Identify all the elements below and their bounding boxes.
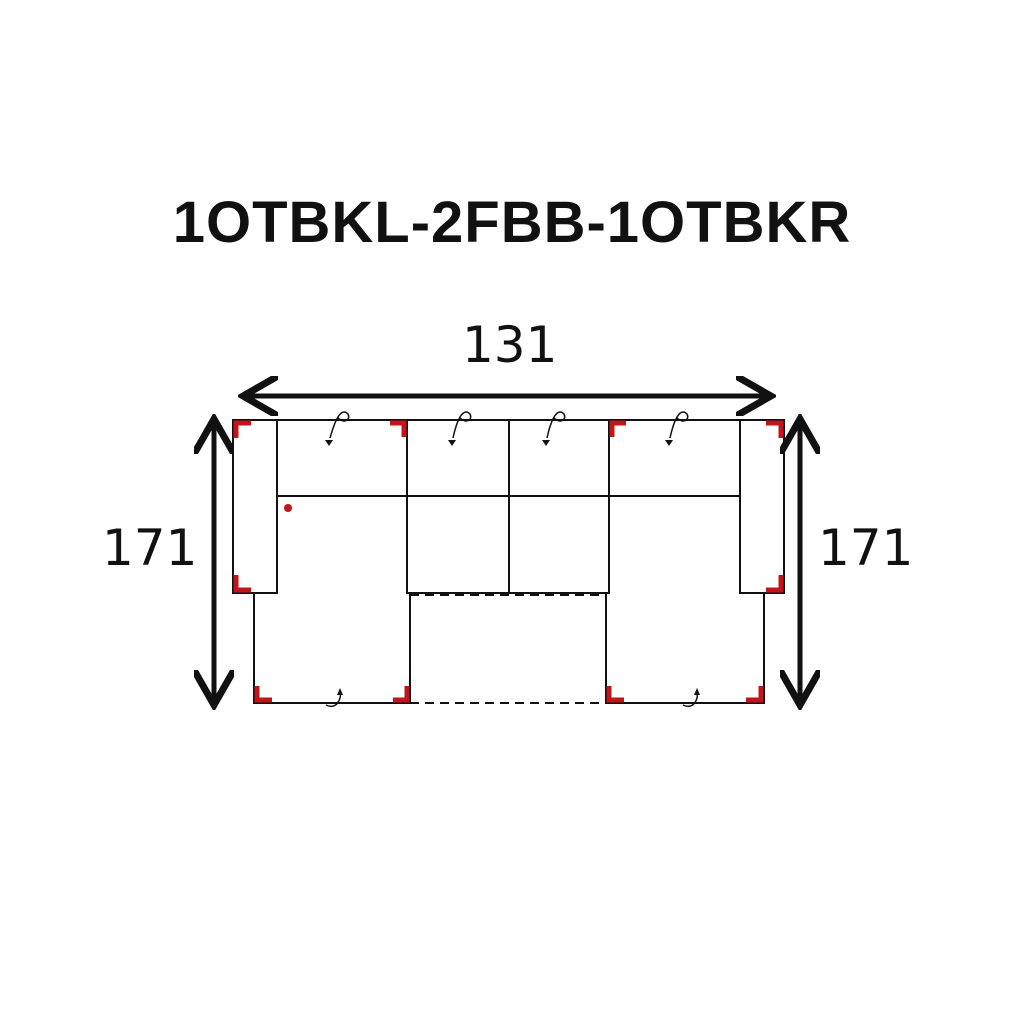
orientation-arrow-3-icon bbox=[546, 411, 566, 439]
red-dot-marker bbox=[284, 504, 292, 512]
left-armrest bbox=[232, 419, 278, 594]
right-depth-dimension-label: 171 bbox=[818, 519, 914, 577]
back-cushion-4 bbox=[608, 419, 741, 497]
corner-marker-tl-left-arm bbox=[233, 420, 251, 438]
corner-marker-br-right-seat bbox=[746, 686, 764, 703]
corner-marker-br-right-arm bbox=[766, 575, 784, 593]
orientation-arrow-1-icon bbox=[329, 411, 350, 439]
corner-marker-bl-right-seat bbox=[606, 686, 624, 703]
left-depth-dimension-label: 171 bbox=[102, 519, 198, 577]
width-dimension-label: 131 bbox=[462, 316, 558, 374]
corner-marker-tl-cushion-4 bbox=[609, 420, 626, 437]
right-chaise-seat bbox=[605, 496, 765, 704]
corner-marker-bl-left-seat bbox=[254, 686, 272, 703]
back-cushion-3 bbox=[508, 419, 610, 497]
corner-marker-tr-cushion-1 bbox=[390, 420, 407, 437]
model-code-title: 1OTBKL-2FBB-1OTBKR bbox=[172, 190, 852, 255]
corner-marker-tr-right-arm bbox=[766, 420, 784, 438]
orientation-arrow-2-icon bbox=[452, 411, 472, 439]
back-cushion-1 bbox=[276, 419, 408, 497]
right-armrest bbox=[739, 419, 785, 594]
middle-seat-left bbox=[406, 495, 510, 594]
orientation-arrow-4-icon bbox=[669, 411, 689, 439]
back-cushion-2 bbox=[406, 419, 510, 497]
corner-marker-br-left-seat bbox=[393, 686, 410, 703]
left-chaise-seat bbox=[253, 496, 411, 704]
middle-seat-right bbox=[508, 495, 610, 594]
corner-marker-bl-left-arm bbox=[233, 575, 251, 593]
